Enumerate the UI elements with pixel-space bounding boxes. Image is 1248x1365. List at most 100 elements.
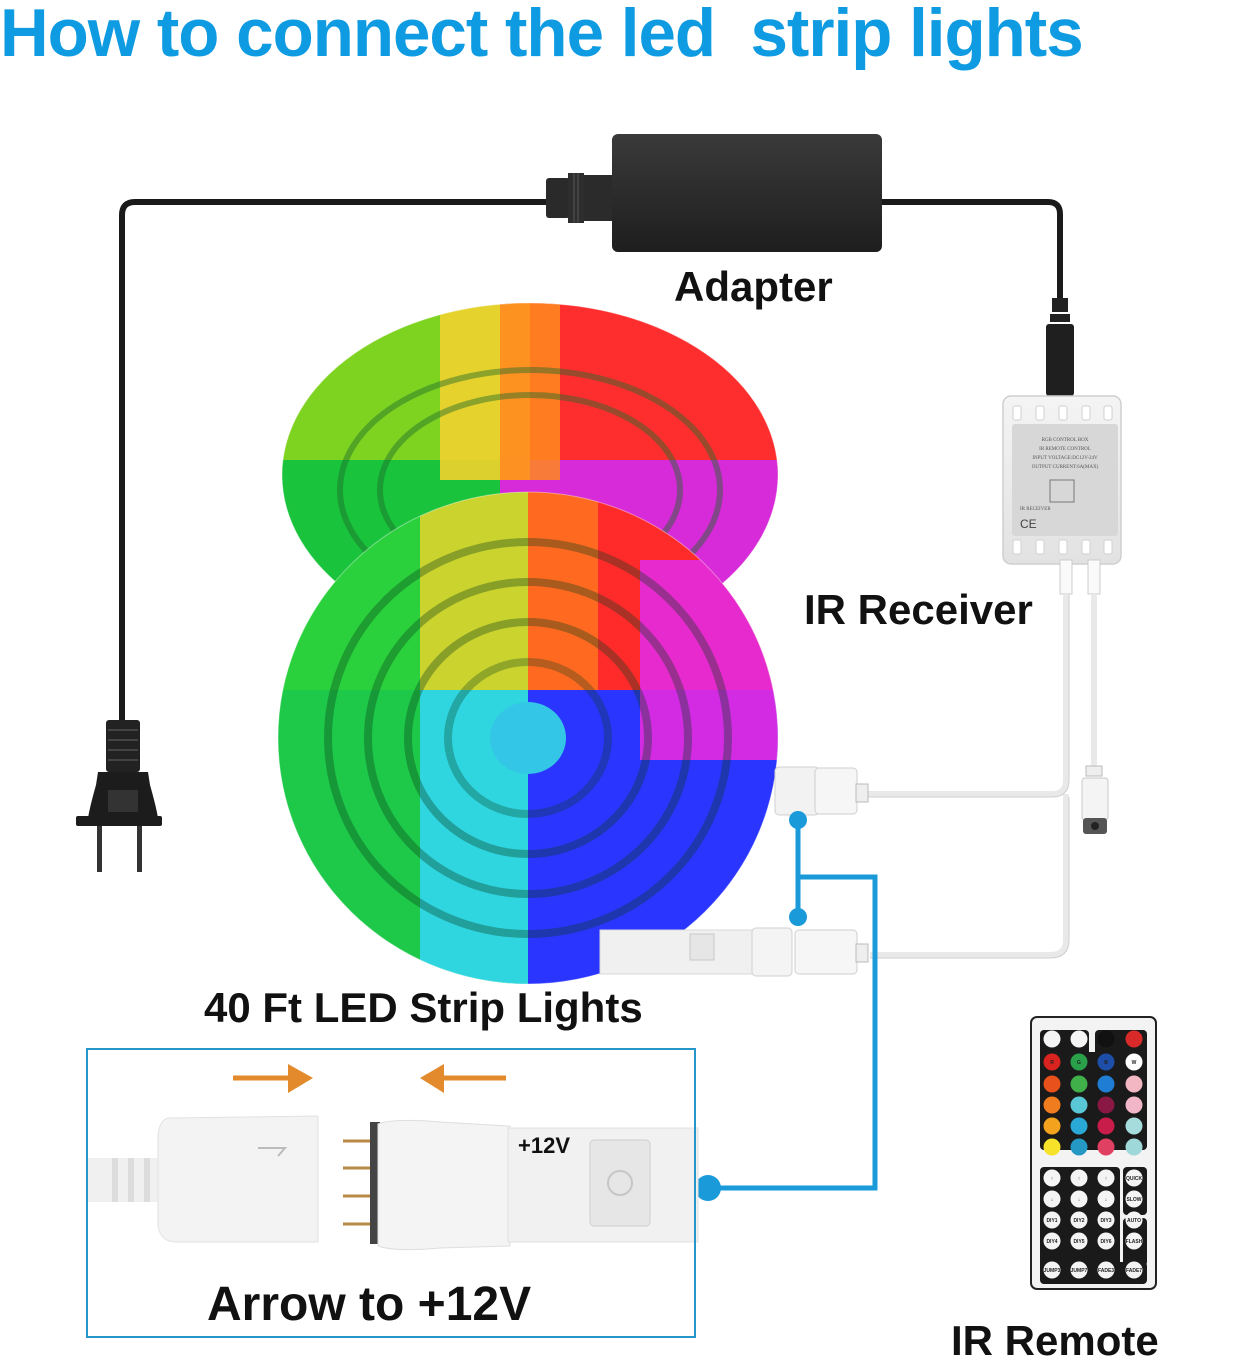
dc-connector bbox=[1046, 298, 1074, 396]
remote-diy3-button-label: DIY3 bbox=[1100, 1218, 1111, 1224]
remote-fade3-button-label: FADE3 bbox=[1098, 1268, 1114, 1274]
remote-diy4-button[interactable] bbox=[1043, 1232, 1061, 1250]
ce-mark: CE bbox=[1020, 517, 1037, 531]
control-box-line: RGB CONTROL BOX bbox=[1042, 438, 1089, 443]
ir-sensor-plug bbox=[1081, 765, 1109, 834]
remote-color-button[interactable] bbox=[1070, 1096, 1088, 1114]
remote-quick-button-label: QUICK bbox=[1126, 1176, 1143, 1182]
strip-lights-label: 40 Ft LED Strip Lights bbox=[204, 984, 643, 1031]
remote-jump7-button-label: JUMP7 bbox=[1071, 1268, 1088, 1274]
remote-red-down-button[interactable] bbox=[1043, 1190, 1061, 1208]
page-title: How to connect the led strip lights bbox=[0, 0, 1084, 71]
push-right-arrow-icon bbox=[233, 1064, 313, 1093]
remote-fade7-button-label: FADE7 bbox=[1126, 1268, 1142, 1274]
remote-diy5-button[interactable] bbox=[1070, 1232, 1088, 1250]
remote-jump7-button[interactable] bbox=[1070, 1261, 1088, 1279]
remote-diy1-button-label: DIY1 bbox=[1046, 1218, 1057, 1224]
remote-color-button[interactable] bbox=[1097, 1096, 1115, 1114]
arrow-instruction-label: Arrow to +12V bbox=[207, 1278, 532, 1331]
remote-diy6-button-label: DIY6 bbox=[1100, 1239, 1111, 1245]
remote-diy1-button[interactable] bbox=[1043, 1211, 1061, 1229]
power-adapter bbox=[546, 134, 882, 252]
remote-play-pause-button[interactable] bbox=[1097, 1030, 1115, 1048]
remote-quick-button[interactable] bbox=[1125, 1169, 1143, 1187]
remote-g-button[interactable] bbox=[1070, 1053, 1088, 1071]
remote-w-button[interactable] bbox=[1125, 1053, 1143, 1071]
remote-blue-up-button-label: ↑ bbox=[1105, 1176, 1108, 1182]
remote-color-button[interactable] bbox=[1043, 1075, 1061, 1093]
remote-color-button[interactable] bbox=[1125, 1096, 1143, 1114]
connector-pins bbox=[343, 1139, 372, 1226]
remote-red-up-button-label: ↑ bbox=[1051, 1176, 1054, 1182]
remote-auto-button[interactable] bbox=[1125, 1211, 1143, 1229]
adapter-label: Adapter bbox=[674, 263, 833, 310]
white-wires bbox=[868, 594, 1097, 958]
remote-b-button[interactable] bbox=[1097, 1053, 1115, 1071]
remote-red-down-button-label: ↓ bbox=[1051, 1197, 1054, 1203]
ac-plug-icon bbox=[76, 720, 162, 872]
connection-dot bbox=[789, 908, 807, 926]
remote-w-button-label: W bbox=[1132, 1060, 1137, 1066]
remote-green-down-button[interactable] bbox=[1070, 1190, 1088, 1208]
remote-blue-up-button[interactable] bbox=[1097, 1169, 1115, 1187]
remote-color-button[interactable] bbox=[1070, 1117, 1088, 1135]
remote-r-button-label: R bbox=[1050, 1060, 1054, 1066]
remote-color-button[interactable] bbox=[1043, 1117, 1061, 1135]
remote-jump3-button[interactable] bbox=[1043, 1261, 1061, 1279]
remote-blue-down-button-label: ↓ bbox=[1105, 1197, 1108, 1203]
control-box-line: IR REMOTE CONTROL bbox=[1039, 447, 1091, 452]
remote-brightness-up-button[interactable] bbox=[1043, 1030, 1061, 1048]
power-cable bbox=[119, 199, 1063, 725]
control-box-line: INPUT VOLTAGE:DC12V-24V bbox=[1032, 456, 1098, 461]
remote-color-button[interactable] bbox=[1043, 1138, 1061, 1156]
ir-receiver-label: IR Receiver bbox=[804, 586, 1033, 633]
remote-color-button[interactable] bbox=[1043, 1096, 1061, 1114]
remote-color-button[interactable] bbox=[1097, 1075, 1115, 1093]
remote-power-button[interactable] bbox=[1125, 1030, 1143, 1048]
remote-green-down-button-label: ↓ bbox=[1078, 1197, 1081, 1203]
ir-receiver-box: RGB CONTROL BOX IR REMOTE CONTROL INPUT … bbox=[1002, 395, 1122, 595]
remote-diy5-button-label: DIY5 bbox=[1073, 1239, 1084, 1245]
plus-12v-marker: +12V bbox=[518, 1133, 570, 1158]
control-box-line: OUTPUT CURRENT:6A(MAX) bbox=[1032, 465, 1099, 470]
connection-dot bbox=[695, 1175, 721, 1201]
remote-color-button[interactable] bbox=[1097, 1117, 1115, 1135]
remote-diy4-button-label: DIY4 bbox=[1046, 1239, 1057, 1245]
remote-diy2-button[interactable] bbox=[1070, 1211, 1088, 1229]
remote-color-button[interactable] bbox=[1125, 1117, 1143, 1135]
remote-blue-down-button[interactable] bbox=[1097, 1190, 1115, 1208]
strip-connector-bottom bbox=[599, 927, 869, 977]
remote-red-up-button[interactable] bbox=[1043, 1169, 1061, 1187]
remote-flash-button-label: FLASH bbox=[1126, 1239, 1143, 1245]
remote-color-button[interactable] bbox=[1070, 1075, 1088, 1093]
ir-remote-label: IR Remote bbox=[951, 1317, 1159, 1364]
remote-slow-button-label: SLOW bbox=[1127, 1197, 1142, 1203]
remote-diy2-button-label: DIY2 bbox=[1073, 1218, 1084, 1224]
control-box-receiver-tag: IR RECEIVER bbox=[1020, 507, 1051, 512]
remote-brightness-down-button[interactable] bbox=[1070, 1030, 1088, 1048]
connector-closeup bbox=[88, 1064, 699, 1251]
remote-r-button[interactable] bbox=[1043, 1053, 1061, 1071]
remote-fade3-button[interactable] bbox=[1097, 1261, 1115, 1279]
remote-color-button[interactable] bbox=[1125, 1138, 1143, 1156]
remote-diy3-button[interactable] bbox=[1097, 1211, 1115, 1229]
remote-flash-button[interactable] bbox=[1125, 1232, 1143, 1250]
remote-b-button-label: B bbox=[1104, 1060, 1108, 1066]
remote-auto-button-label: AUTO bbox=[1127, 1218, 1141, 1224]
remote-color-button[interactable] bbox=[1125, 1075, 1143, 1093]
remote-color-button[interactable] bbox=[1070, 1138, 1088, 1156]
connector-inset-frame bbox=[86, 1048, 696, 1338]
remote-green-up-button[interactable] bbox=[1070, 1169, 1088, 1187]
remote-color-button[interactable] bbox=[1097, 1138, 1115, 1156]
remote-fade7-button[interactable] bbox=[1125, 1261, 1143, 1279]
remote-diy6-button[interactable] bbox=[1097, 1232, 1115, 1250]
remote-slow-button[interactable] bbox=[1125, 1190, 1143, 1208]
positive-indicator-wire bbox=[708, 820, 878, 1191]
led-reel-front bbox=[278, 492, 778, 984]
strip-connector-top bbox=[774, 766, 869, 816]
remote-green-up-button-label: ↑ bbox=[1078, 1176, 1081, 1182]
